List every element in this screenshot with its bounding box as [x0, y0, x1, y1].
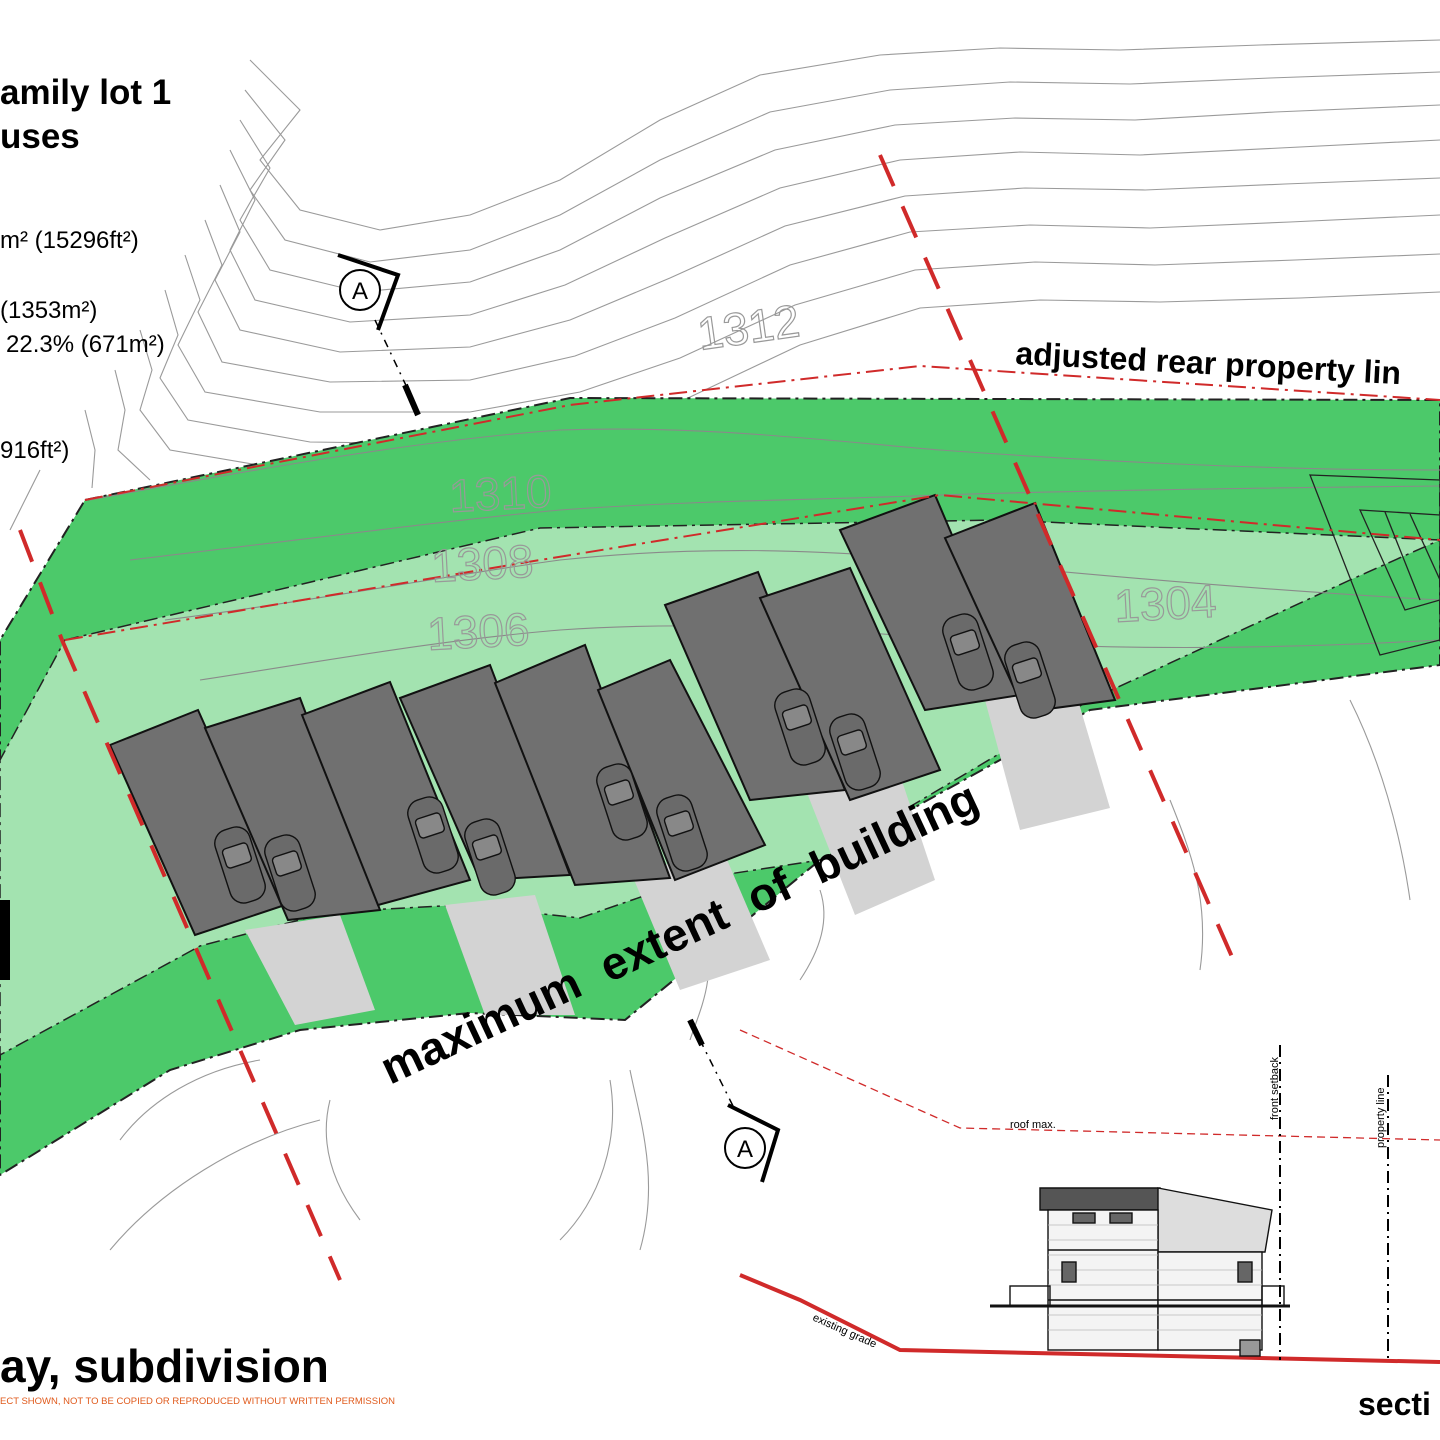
copyright-notice: ECT SHOWN, NOT TO BE COPIED OR REPRODUCE… [0, 1396, 395, 1407]
house-elevation [990, 1187, 1290, 1357]
stat-line-b: 22.3% (671m²) [6, 331, 165, 358]
property-line-label: property line [1375, 1087, 1387, 1148]
townhouse-6 [596, 658, 767, 882]
front-setback-label: front setback [1269, 1057, 1281, 1120]
sheet-title: ay, subdivision [0, 1340, 329, 1392]
contour-label-1304: 1304 [1113, 575, 1218, 632]
contour-lines-over-site [89, 428, 1440, 681]
left-edge-marker [0, 900, 10, 980]
contour-label-1310: 1310 [448, 465, 553, 522]
contour-label-1306: 1306 [426, 603, 531, 660]
townhouse-2 [203, 696, 382, 922]
contour-label-1308: 1308 [430, 535, 535, 592]
stat-line-c: 916ft²) [0, 437, 69, 464]
section-marker-top: A [337, 253, 421, 417]
rear-property-line [64, 364, 1440, 641]
title-line-2: uses [0, 117, 80, 156]
stat-line-a: (1353m²) [0, 297, 97, 324]
property-lines [18, 154, 1242, 1281]
section-label-a-top: A [352, 278, 368, 305]
section-heading: secti [1358, 1386, 1431, 1422]
title-line-1: amily lot 1 [0, 73, 171, 112]
contour-lines [9, 39, 1440, 1251]
roof-max-label: roof max. [1010, 1119, 1056, 1131]
stat-site-area: m² (15296ft²) [0, 227, 139, 254]
section-marker-bottom: A [687, 1018, 781, 1183]
townhouse-10 [943, 501, 1117, 714]
section-elevation: front setback property line roof max. ex… [739, 1029, 1440, 1364]
car-symbols [214, 613, 1056, 912]
section-label-a-bottom: A [737, 1136, 753, 1163]
neighbour-structure [1309, 474, 1440, 656]
existing-grade-label: existing grade [811, 1312, 878, 1351]
rear-property-line-label: adjusted rear property lin [1015, 335, 1402, 391]
contour-label-1312: 1312 [694, 294, 803, 360]
driveways [245, 690, 1110, 1025]
